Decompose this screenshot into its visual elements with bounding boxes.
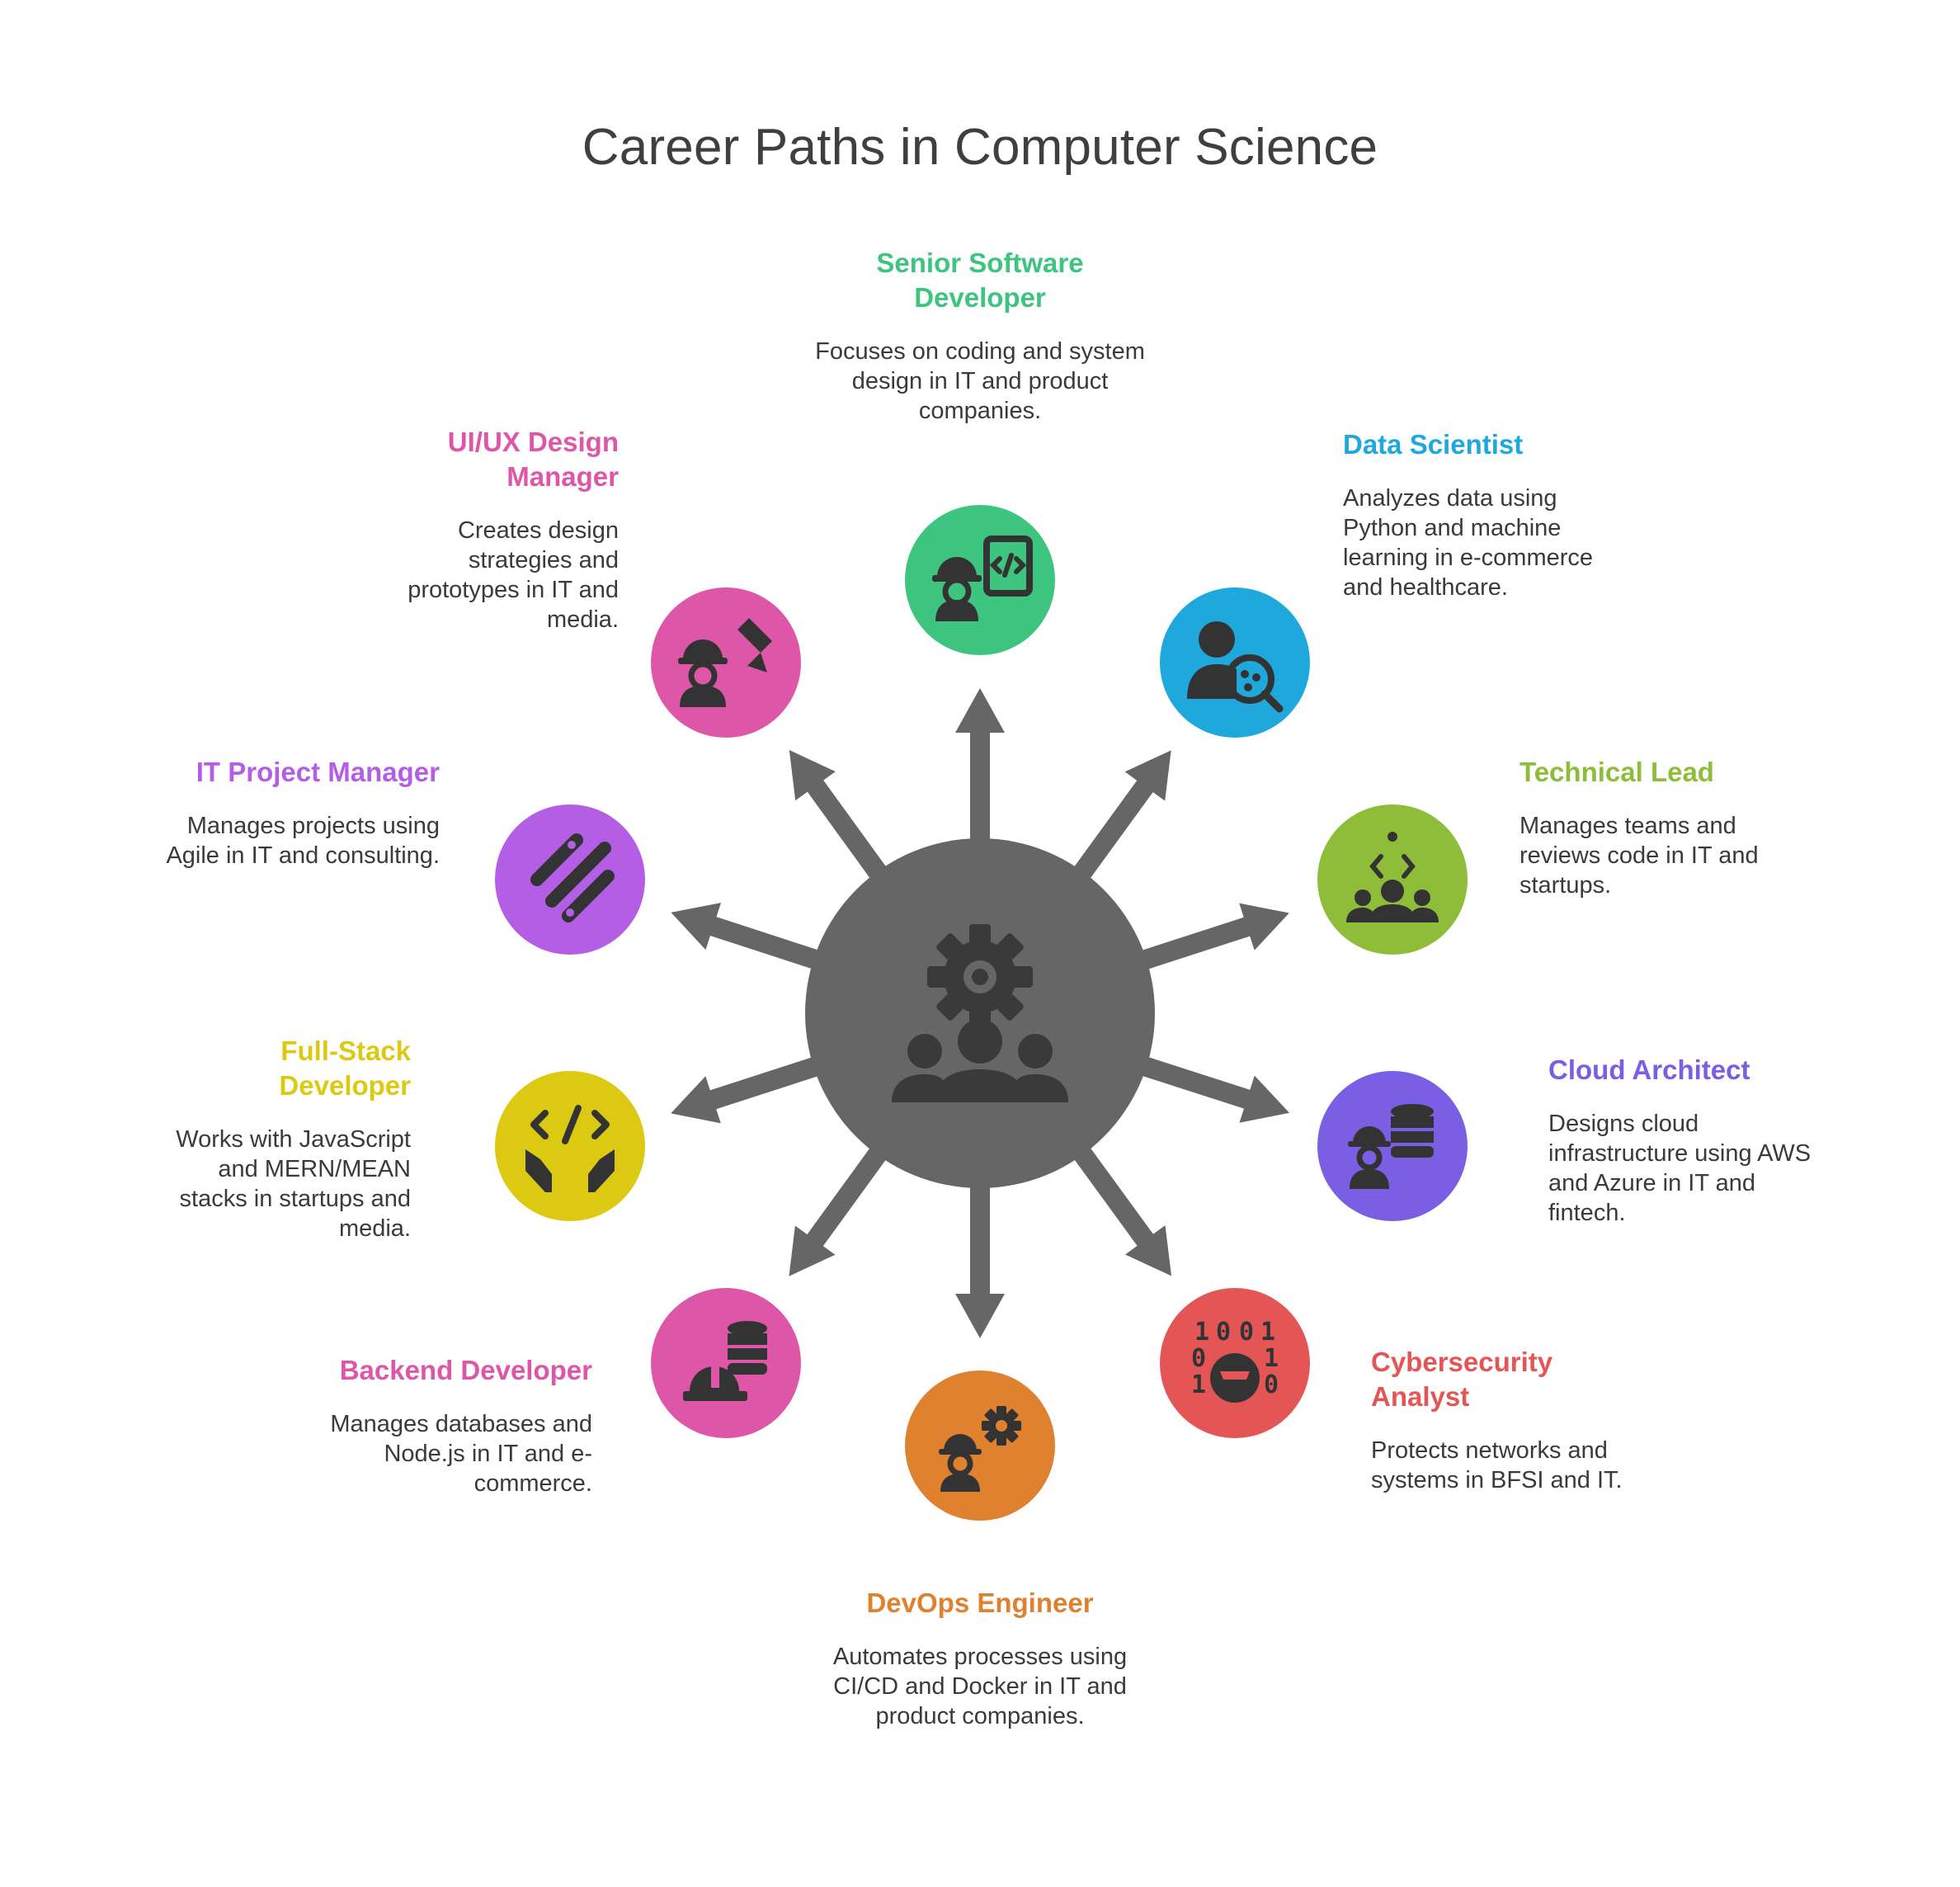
designer-pencil-icon (678, 618, 772, 707)
career-description: Protects networks and systems in BFSI an… (1371, 1437, 1623, 1493)
hub-node (805, 838, 1155, 1188)
career-title: Senior Software Developer (876, 248, 1084, 313)
career-description: Creates design strategies and prototypes… (408, 517, 619, 633)
svg-text:0: 0 (1216, 1318, 1231, 1347)
team-gear-icon (892, 924, 1068, 1102)
career-title: DevOps Engineer (866, 1587, 1094, 1618)
svg-text:1: 1 (1194, 1318, 1209, 1347)
career-node-full-stack-developer (495, 1071, 645, 1221)
career-title: IT Project Manager (196, 757, 440, 787)
career-title: Backend Developer (339, 1355, 592, 1385)
svg-text:1: 1 (1260, 1318, 1275, 1347)
hands-code-icon (525, 1105, 615, 1192)
career-node-it-project-manager (495, 804, 645, 955)
career-title: Technical Lead (1519, 757, 1714, 787)
person-analytics-icon (1187, 621, 1284, 713)
career-description: Focuses on coding and system design in I… (815, 338, 1145, 424)
career-node-cloud-architect (1317, 1071, 1468, 1221)
career-description: Designs cloud infrastructure using AWS a… (1548, 1111, 1812, 1226)
career-description: Manages projects using Agile in IT and c… (166, 813, 440, 869)
career-node-ui-ux-design-manager (651, 587, 801, 738)
team-lead-icon (1346, 832, 1439, 922)
career-node-backend-developer (651, 1288, 801, 1438)
helmet-database-icon (683, 1321, 767, 1401)
engineer-database-icon (1348, 1104, 1434, 1189)
page-title: Career Paths in Computer Science (582, 119, 1378, 176)
career-title: Cybersecurity Analyst (1371, 1347, 1553, 1412)
career-description: Automates processes using CI/CD and Dock… (832, 1644, 1128, 1729)
career-node-technical-lead (1317, 804, 1468, 955)
career-title: UI/UX Design Manager (447, 427, 619, 492)
career-description: Analyzes data using Python and machine l… (1343, 485, 1594, 601)
developer-code-icon (932, 535, 1033, 621)
career-title: Full-Stack Developer (279, 1035, 411, 1101)
svg-text:1: 1 (1264, 1344, 1279, 1373)
career-description: Manages teams and reviews code in IT and… (1519, 813, 1759, 899)
agile-sprint-icon (530, 833, 615, 922)
career-description: Works with JavaScript and MERN/MEAN stac… (176, 1126, 411, 1242)
career-node-senior-software-developer (905, 505, 1055, 655)
career-description: Manages databases and Node.js in IT and … (330, 1411, 592, 1497)
svg-text:0: 0 (1239, 1318, 1254, 1347)
career-node-data-scientist (1160, 587, 1310, 738)
engineer-gear-icon (939, 1406, 1021, 1492)
career-title: Cloud Architect (1548, 1054, 1750, 1085)
svg-text:0: 0 (1191, 1344, 1206, 1373)
svg-text:0: 0 (1264, 1370, 1279, 1399)
career-title: Data Scientist (1343, 429, 1524, 460)
career-node-devops-engineer (905, 1370, 1055, 1521)
svg-text:1: 1 (1191, 1370, 1206, 1399)
